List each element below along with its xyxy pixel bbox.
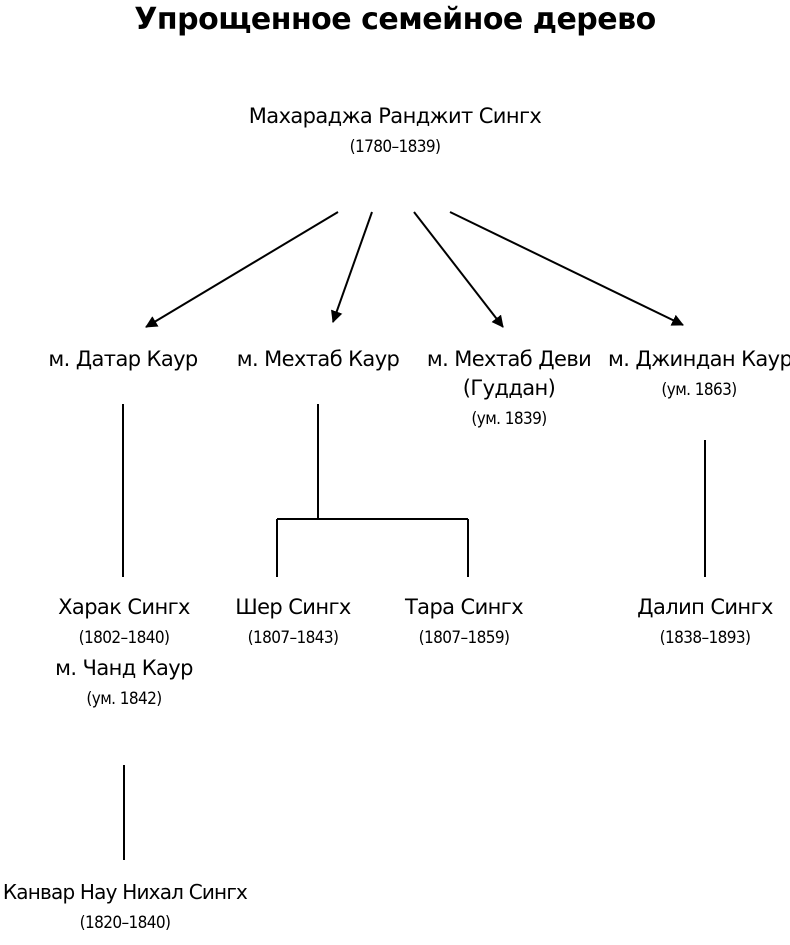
person-name: Шер Сингх xyxy=(235,595,351,619)
person-dates: (ум. 1839) xyxy=(471,409,547,429)
node-jindan-kaur: м. Джиндан Каур (ум. 1863) xyxy=(608,345,790,406)
person-name: м. Датар Каур xyxy=(48,347,198,371)
person-dates: (ум. 1863) xyxy=(661,380,737,400)
person-dates: (1802–1840) xyxy=(78,628,170,648)
person-dates: (1780–1839) xyxy=(349,137,441,157)
node-mehtab-kaur: м. Мехтаб Каур xyxy=(212,345,424,374)
diagram-title: Упрощенное семейное дерево xyxy=(134,2,656,37)
node-sher-singh: Шер Сингх (1807–1843) xyxy=(203,593,383,654)
node-tara-singh: Тара Сингх (1807–1859) xyxy=(374,593,554,654)
person-name: м. Джиндан Каур xyxy=(608,347,790,371)
node-datar-kaur: м. Датар Каур xyxy=(13,345,233,374)
arrow-to-jindan-kaur xyxy=(449,211,684,326)
node-kharak-singh: Харак Сингх (1802–1840) м. Чанд Каур (ум… xyxy=(24,593,224,715)
person-name: Далип Сингх xyxy=(637,595,773,619)
person-name: Канвар Нау Нихал Сингх xyxy=(2,880,248,904)
arrow-to-mehtab-kaur xyxy=(331,211,373,323)
person-name: Тара Сингх xyxy=(404,595,524,619)
spouse-name: м. Чанд Каур xyxy=(55,656,193,680)
node-ranjit-singh: Махараджа Ранджит Сингх (1780–1839) xyxy=(195,102,595,163)
node-mehtab-devi: м. Мехтаб Деви (Гуддан) (ум. 1839) xyxy=(409,345,609,435)
arrow-to-datar-kaur xyxy=(145,211,339,328)
person-name: Махараджа Ранджит Сингх xyxy=(248,104,542,128)
arrow-to-mehtab-devi xyxy=(413,211,504,328)
person-dates: (1820–1840) xyxy=(79,913,171,933)
person-name: м. Мехтаб Деви xyxy=(426,347,592,371)
node-nau-nihal-singh: Канвар Нау Нихал Сингх (1820–1840) xyxy=(0,878,250,939)
spouse-dates: (ум. 1842) xyxy=(86,689,162,709)
person-name-alias: (Гуддан) xyxy=(462,376,556,400)
person-dates: (1807–1859) xyxy=(418,628,510,648)
person-dates: (1807–1843) xyxy=(247,628,339,648)
node-dalip-singh: Далип Сингх (1838–1893) xyxy=(615,593,790,654)
person-name: м. Мехтаб Каур xyxy=(236,347,400,371)
person-name: Харак Сингх xyxy=(58,595,190,619)
person-dates: (1838–1893) xyxy=(659,628,751,648)
